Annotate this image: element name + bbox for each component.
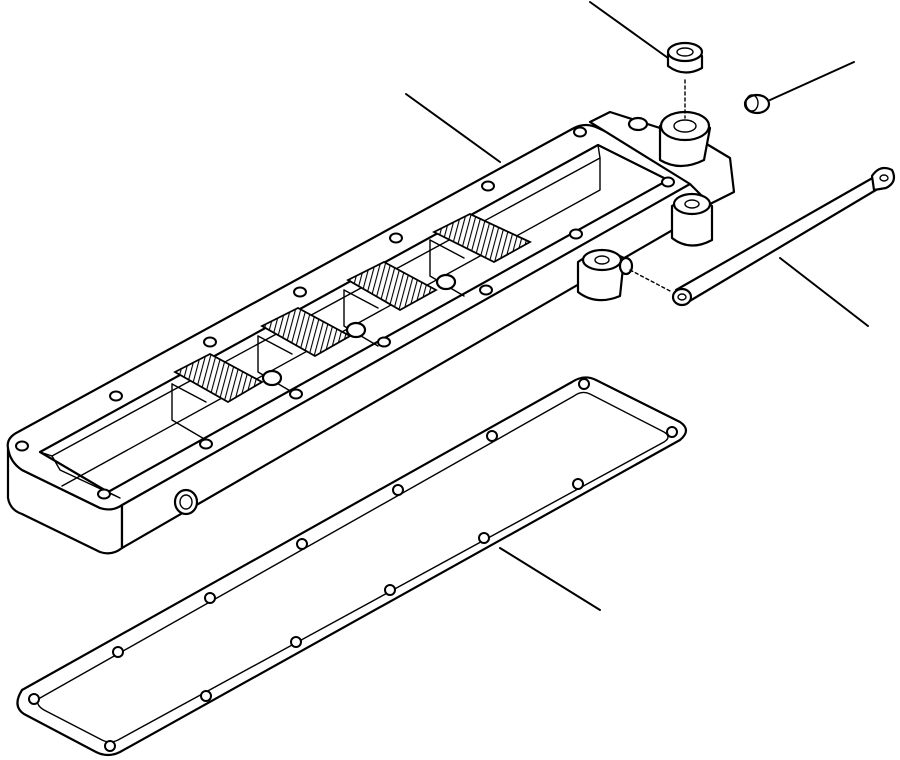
cooler-core (173, 213, 532, 404)
cover-plug-fitting (173, 488, 199, 516)
gasket-bolt-holes (28, 378, 678, 752)
nut (666, 41, 704, 119)
plug (743, 93, 771, 115)
core-block-4 (431, 213, 532, 264)
cover-end-boss (576, 110, 736, 302)
cover-bolt-holes (15, 126, 675, 500)
leader-nut (589, 1, 669, 59)
cover-housing (6, 123, 702, 555)
link-rod (629, 166, 896, 307)
core-block-1 (173, 352, 264, 404)
callout-leaders (405, 1, 869, 611)
gasket-outer-edge (16, 376, 688, 757)
core-block-3 (346, 260, 438, 312)
gasket (16, 376, 688, 757)
leader-cover (405, 93, 501, 163)
leader-link-rod (779, 257, 869, 327)
leader-plug (769, 61, 855, 101)
gasket-inner-edge (37, 391, 669, 743)
leader-gasket (499, 547, 601, 611)
cover-opening (38, 143, 670, 494)
